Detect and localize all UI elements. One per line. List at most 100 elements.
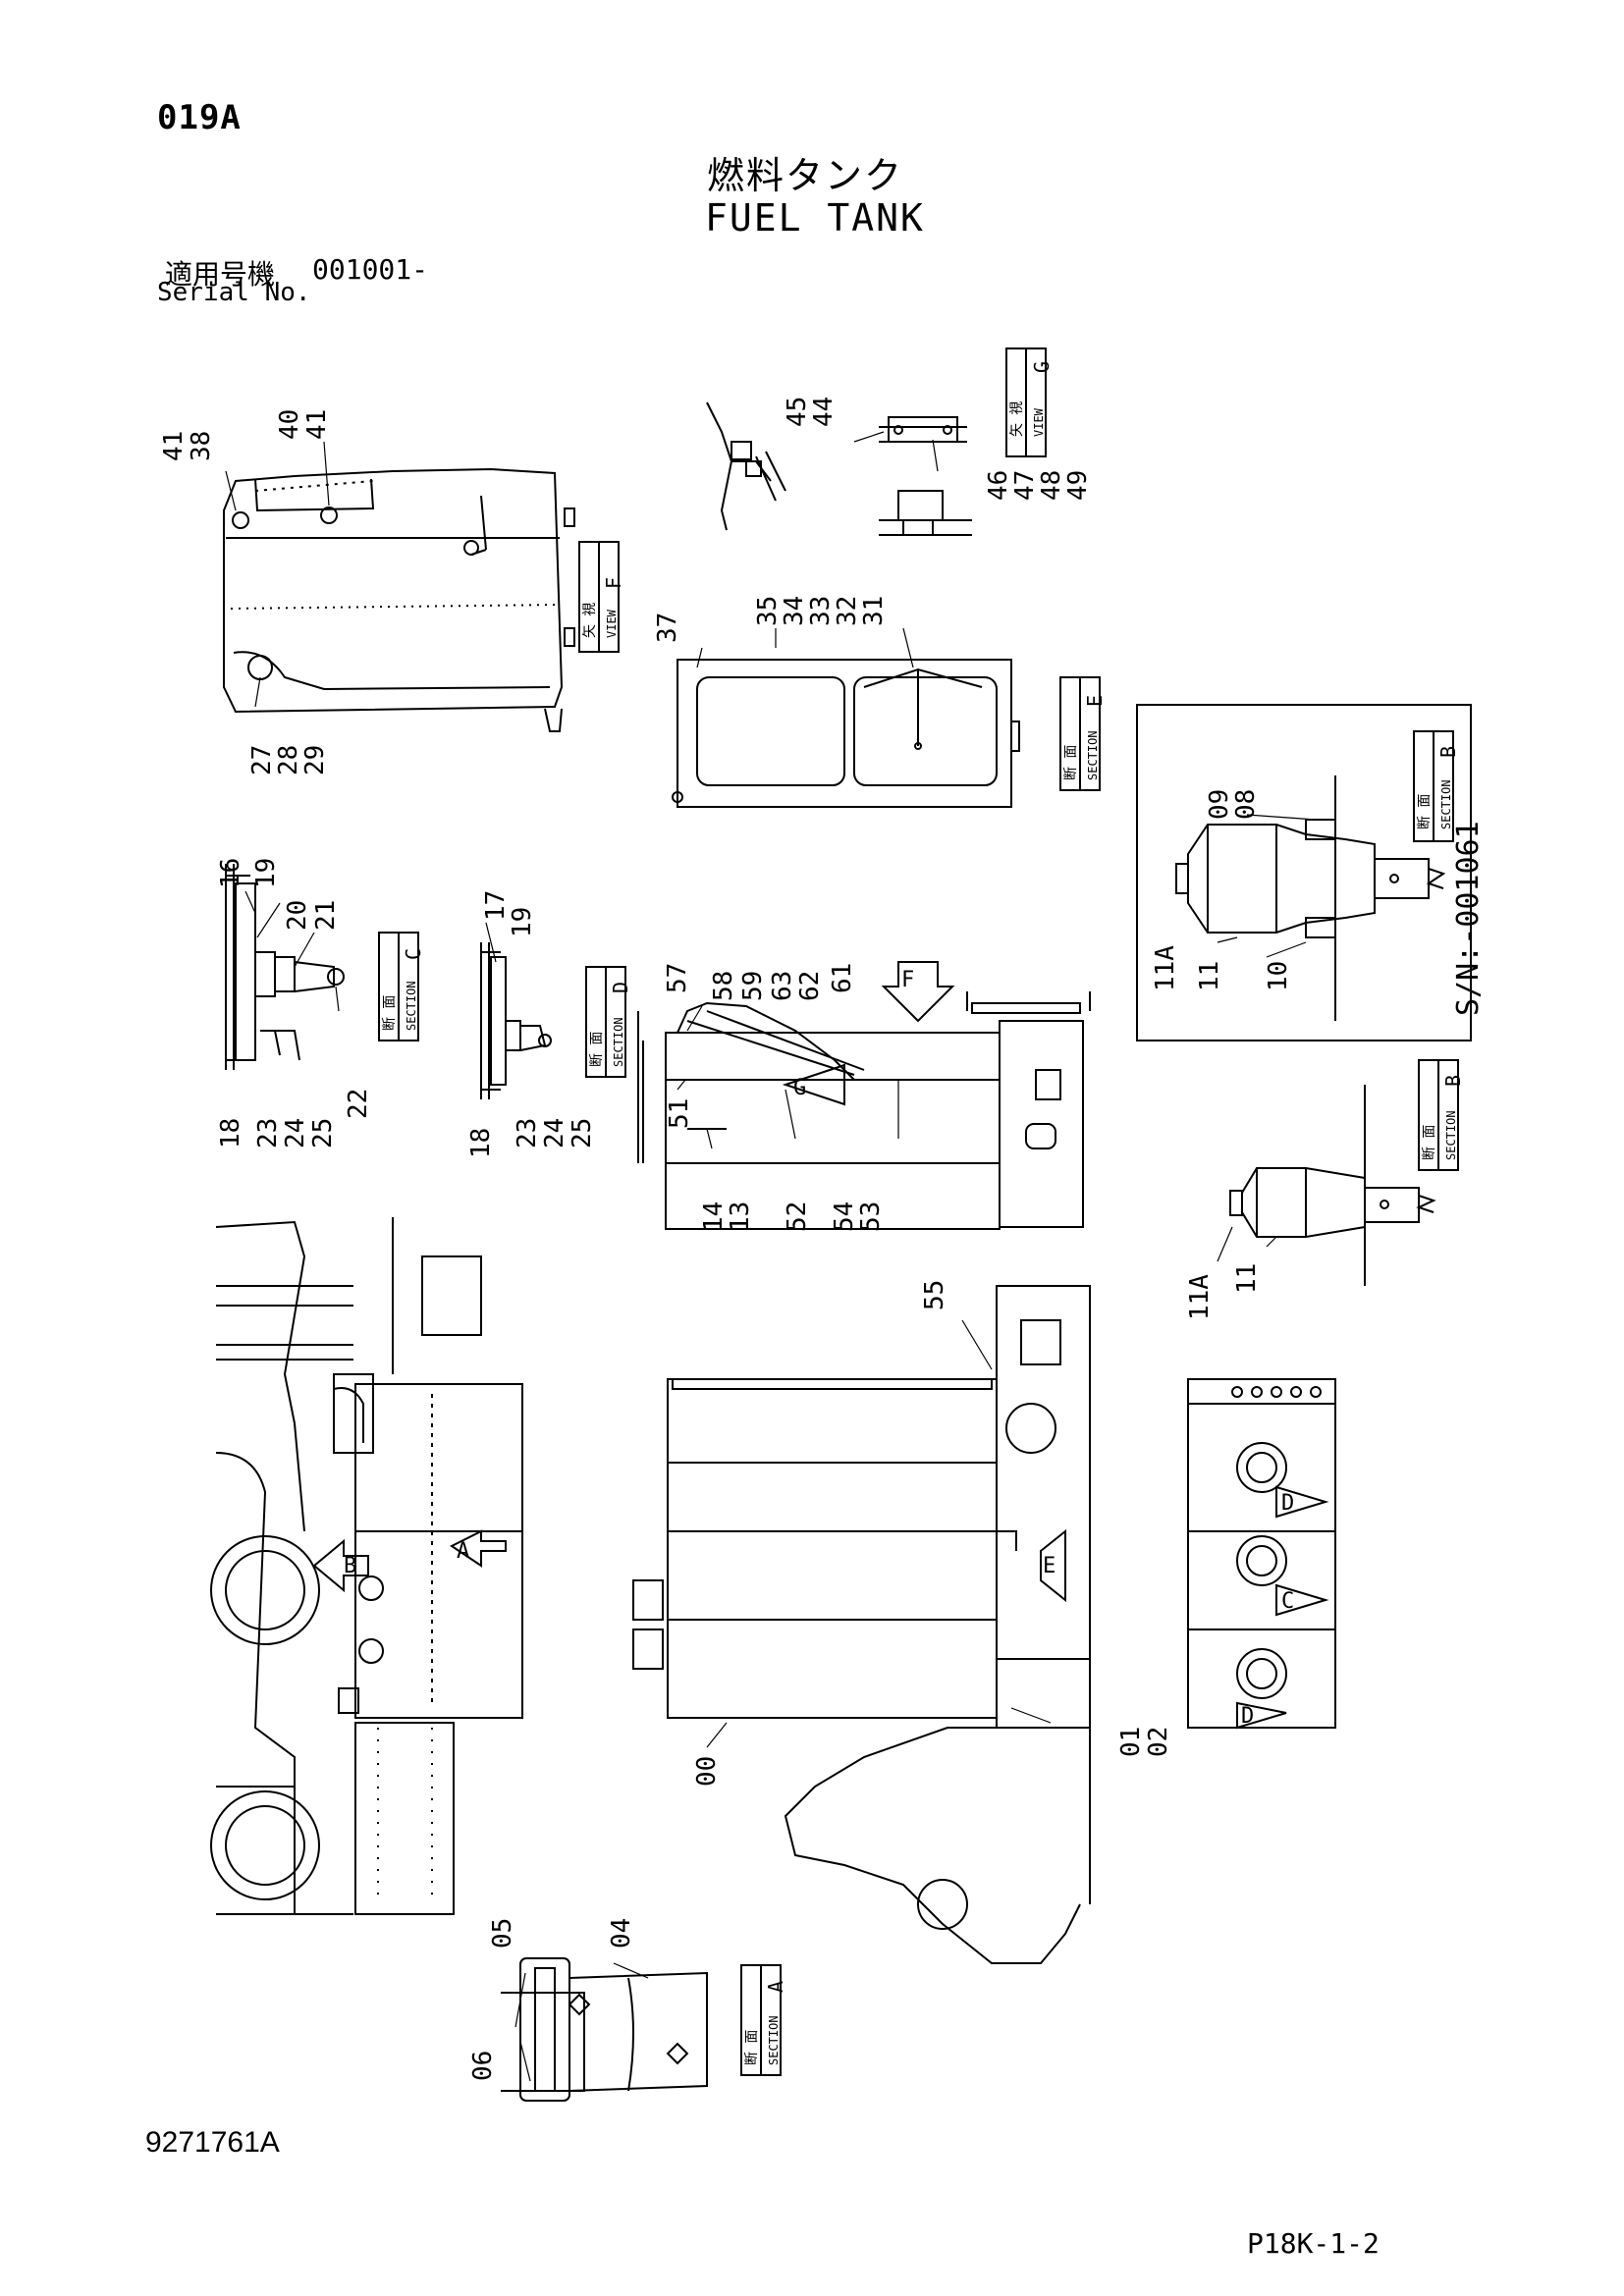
part-09: 09 xyxy=(1205,789,1234,820)
part-24a: 24 xyxy=(281,1118,310,1148)
serial-label-japanese: 適用号機 xyxy=(165,258,276,291)
svg-text:断 面: 断 面 xyxy=(589,1032,605,1067)
part-02: 02 xyxy=(1144,1727,1173,1757)
part-16: 16 xyxy=(216,858,245,888)
leader-lines xyxy=(225,431,1317,2082)
part-13: 13 xyxy=(726,1201,755,1232)
view-f-letter: F xyxy=(602,577,625,589)
part-23b: 23 xyxy=(513,1118,542,1148)
part-11-inset: 11 xyxy=(1195,961,1224,991)
part-19b: 19 xyxy=(508,907,537,937)
part-41a: 41 xyxy=(159,431,189,461)
part-20: 20 xyxy=(283,900,312,931)
part-14: 14 xyxy=(699,1201,729,1232)
arrow-g: G xyxy=(782,1063,845,1106)
page-reference: P18K-1-2 xyxy=(1247,2227,1380,2260)
part-06: 06 xyxy=(468,2051,498,2081)
svg-text:SECTION: SECTION xyxy=(1444,1110,1458,1160)
part-40: 40 xyxy=(275,409,304,440)
part-41b: 41 xyxy=(302,409,332,440)
part-17: 17 xyxy=(481,890,511,921)
section-a-tag: A 断 面 SECTION xyxy=(740,1964,787,2076)
part-55: 55 xyxy=(920,1280,949,1310)
part-11: 11 xyxy=(1232,1263,1262,1294)
page-code: 019A xyxy=(157,98,242,137)
part-24b: 24 xyxy=(540,1118,569,1148)
part-28: 28 xyxy=(274,745,303,775)
section-e-tag: E 断 面 SECTION xyxy=(1059,676,1107,791)
part-44: 44 xyxy=(809,397,839,427)
part-45: 45 xyxy=(783,397,812,427)
part-54: 54 xyxy=(830,1201,859,1232)
section-b-drawing xyxy=(1229,1085,1436,1286)
part-31: 31 xyxy=(859,596,889,626)
part-25a: 25 xyxy=(308,1118,338,1148)
svg-text:SECTION: SECTION xyxy=(767,2015,781,2065)
part-00: 00 xyxy=(692,1756,722,1787)
view-g-letter: G xyxy=(1030,361,1054,373)
view-f-jp: 矢 視 xyxy=(582,603,598,638)
part-10: 10 xyxy=(1264,961,1293,991)
svg-text:断 面: 断 面 xyxy=(1063,745,1079,780)
section-c-drawing xyxy=(225,864,345,1070)
svg-text:SECTION: SECTION xyxy=(1086,730,1100,780)
section-d-drawing xyxy=(480,942,552,1099)
part-57: 57 xyxy=(663,963,692,993)
part-number-labels: 41 38 40 41 27 28 29 45 44 46 47 48 49 3… xyxy=(159,397,1293,2081)
part-38: 38 xyxy=(187,431,216,461)
part-19a: 19 xyxy=(251,858,281,888)
svg-text:断 面: 断 面 xyxy=(1422,1125,1437,1160)
part-47: 47 xyxy=(1010,470,1040,501)
part-53: 53 xyxy=(856,1201,886,1232)
arrow-b: B xyxy=(312,1538,369,1593)
part-11a-inset: 11A xyxy=(1151,945,1180,991)
view-f-tank-drawing xyxy=(223,467,575,732)
arrow-d-top: D xyxy=(1275,1485,1329,1519)
part-58: 58 xyxy=(709,971,738,1001)
part-27: 27 xyxy=(247,745,277,775)
view-g-detail-drawing xyxy=(706,401,972,536)
section-c-tag: C 断 面 SECTION xyxy=(378,932,425,1041)
part-05: 05 xyxy=(488,1918,517,1949)
svg-text:F: F xyxy=(901,968,914,992)
part-11a: 11A xyxy=(1185,1274,1215,1320)
part-35: 35 xyxy=(753,596,783,626)
part-34: 34 xyxy=(780,596,809,626)
section-a-drawing xyxy=(501,1957,708,2102)
arrow-f: F xyxy=(881,961,955,1023)
middle-tank-drawing xyxy=(637,991,1091,1230)
part-29: 29 xyxy=(300,745,330,775)
part-01: 01 xyxy=(1116,1727,1146,1757)
part-59: 59 xyxy=(738,971,768,1001)
section-b-tag: B 断 面 SECTION xyxy=(1418,1059,1465,1171)
svg-text:A: A xyxy=(764,1981,787,1993)
part-08: 08 xyxy=(1231,789,1261,820)
inset-section-b-tag: B 断 面 SECTION xyxy=(1413,730,1460,842)
part-51: 51 xyxy=(665,1098,694,1129)
arrow-e: E xyxy=(1040,1528,1066,1603)
svg-text:D: D xyxy=(1281,1491,1294,1516)
main-left-assembly xyxy=(210,1217,523,1915)
svg-text:断 面: 断 面 xyxy=(1417,794,1433,829)
serial-label-english: Serial No. xyxy=(157,278,311,307)
view-f-word: VIEW xyxy=(605,609,619,638)
title-english: FUEL TANK xyxy=(705,196,925,240)
arrow-d-bottom: D xyxy=(1236,1701,1287,1730)
part-46: 46 xyxy=(984,470,1013,501)
part-21: 21 xyxy=(311,900,341,931)
svg-text:C: C xyxy=(402,948,425,960)
part-52: 52 xyxy=(783,1201,812,1232)
view-g-tag: G 矢 視 VIEW xyxy=(1005,347,1054,457)
svg-text:断 面: 断 面 xyxy=(744,2030,760,2065)
part-61: 61 xyxy=(828,963,857,993)
section-d-tag: D 断 面 SECTION xyxy=(585,966,632,1078)
part-04: 04 xyxy=(607,1918,636,1949)
part-48: 48 xyxy=(1037,470,1066,501)
part-22: 22 xyxy=(344,1089,373,1119)
svg-text:断 面: 断 面 xyxy=(382,995,398,1031)
inset-serial-note: S/N:-001061 xyxy=(1451,821,1486,1016)
svg-text:D: D xyxy=(609,982,632,993)
part-49: 49 xyxy=(1063,470,1093,501)
serial-range: 001001- xyxy=(312,253,429,286)
